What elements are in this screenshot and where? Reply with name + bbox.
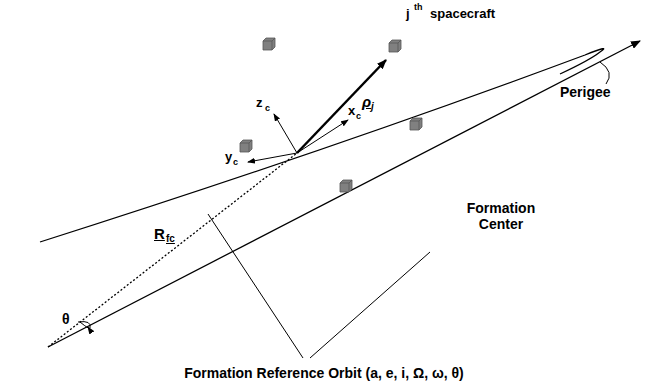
radius-vector: [48, 153, 297, 347]
spacecraft: [240, 140, 252, 152]
apse-line: [48, 41, 640, 347]
orbit-curve: [40, 49, 604, 242]
formation-center-label: Formation Center: [456, 200, 546, 232]
angle-arc: [78, 322, 90, 328]
spacecraft: [389, 40, 401, 52]
subscript: c: [265, 104, 270, 113]
spacecraft: [263, 38, 275, 50]
subscript: c: [233, 158, 238, 167]
vector-symbol: ρ: [362, 94, 371, 109]
subscript: fc: [166, 234, 175, 244]
y-axis: [248, 153, 297, 162]
z-axis: [274, 114, 297, 153]
superscript: th: [414, 3, 423, 12]
axis-label: x: [348, 104, 355, 117]
figure-title: Formation Reference Orbit (a, e, i, Ω, ω…: [184, 366, 464, 380]
superscript-index: j: [406, 7, 410, 20]
angle-arc: [80, 322, 88, 328]
axis-label: z: [256, 96, 263, 109]
spacecraft: [340, 180, 352, 192]
vector-symbol: R: [154, 226, 165, 241]
leader-line: [600, 62, 609, 84]
spacecraft-label: spacecraft: [430, 7, 495, 20]
angle-label: θ: [62, 312, 70, 326]
perigee-label: Perigee: [560, 85, 611, 99]
spacecraft: [410, 118, 422, 130]
axis-label: y: [225, 150, 232, 163]
leader-line: [310, 252, 430, 358]
relative-position-vector: [297, 60, 386, 153]
subscript: c: [356, 112, 361, 121]
subscript: j: [371, 102, 374, 112]
leader-line: [208, 214, 303, 358]
